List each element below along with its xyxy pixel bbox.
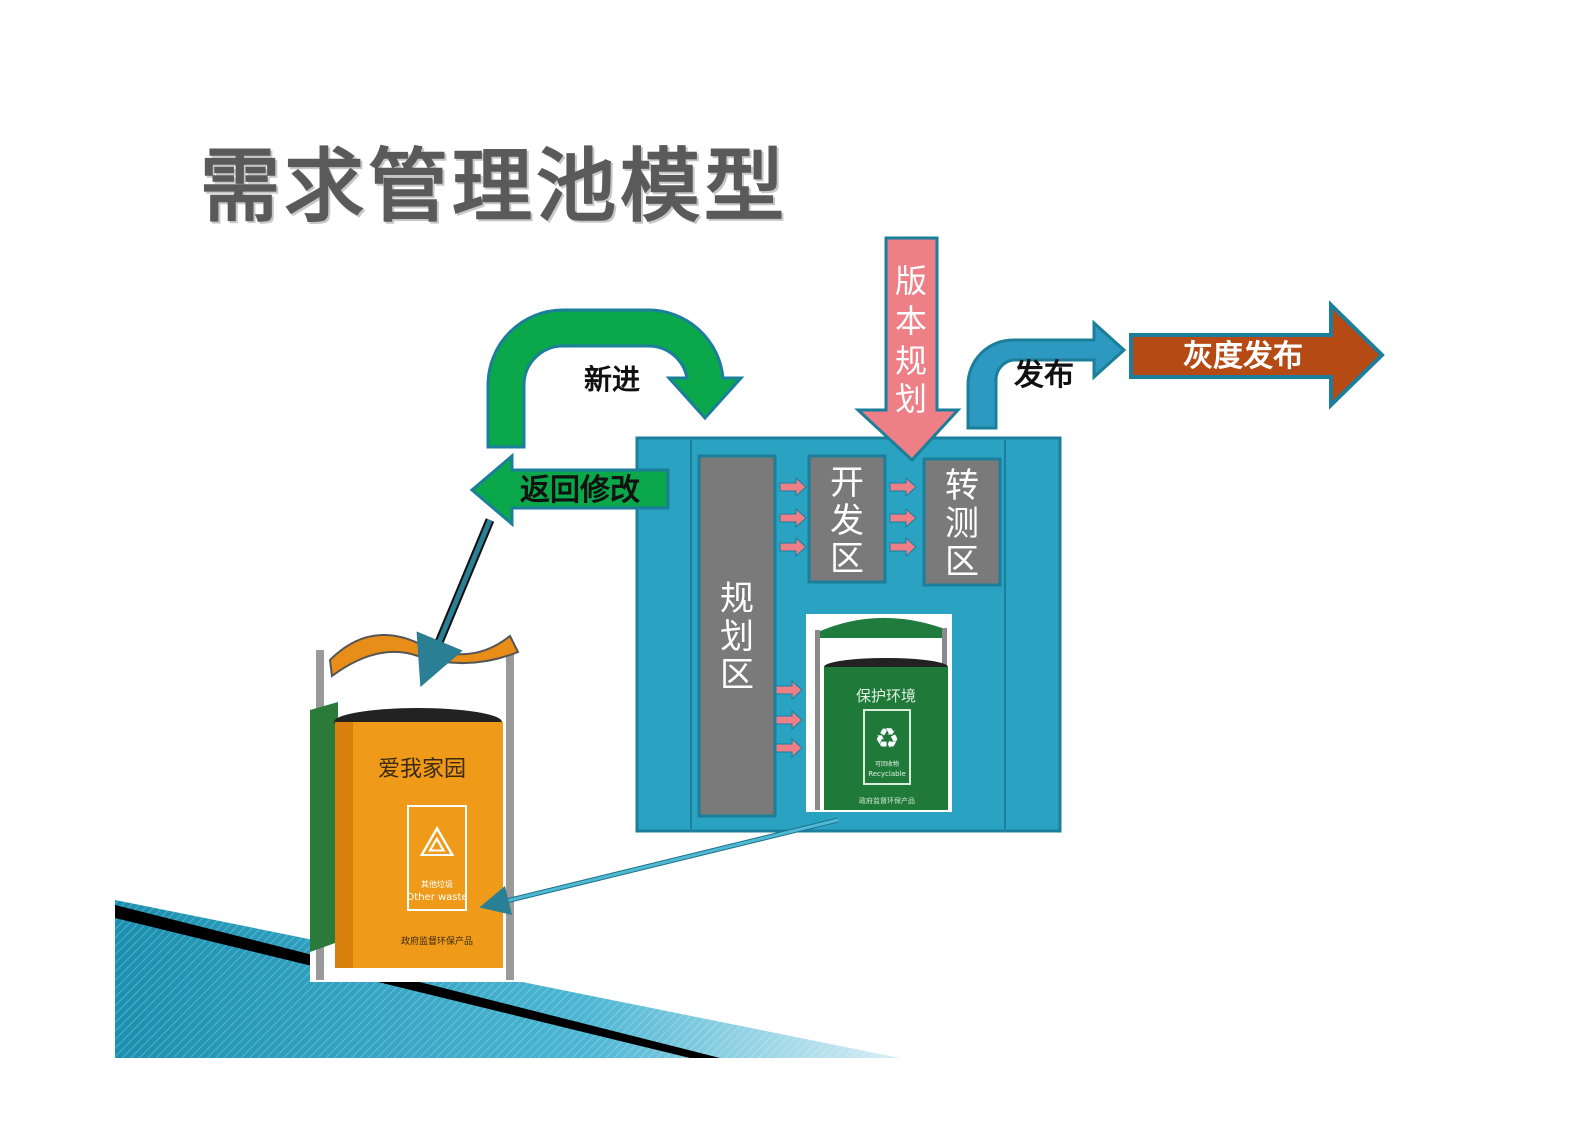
flow-arrows-planning-to-pool (775, 679, 803, 759)
new-in-arrow: 新进 (486, 308, 745, 449)
release-label: 发布 (1013, 358, 1074, 393)
return-modify-arrow: 返回修改 (469, 452, 670, 528)
dev-zone-char-2: 发 (830, 501, 864, 541)
connector-green-bin-to-orange-bin (479, 817, 839, 916)
orange-bin-picture: 爱我家园 ⟁ 其他垃圾 Other waste 政府监督环保产品 (310, 620, 530, 982)
test-zone-char-3: 区 (945, 542, 979, 582)
orange-bin-footer: 政府监督环保产品 (401, 935, 473, 947)
green-bin-picture: 保护环境 ♻ 可回收物 Recyclable 政府监督环保产品 (806, 614, 952, 812)
planning-zone-char-3: 区 (720, 655, 754, 695)
version-planning-char-1: 版 (895, 262, 927, 300)
version-planning-arrow: 版 本 规 划 (854, 236, 962, 463)
version-planning-char-2: 本 (895, 302, 927, 340)
green-bin-slogan: 保护环境 (856, 687, 916, 705)
test-zone: 转 测 区 (922, 457, 1002, 587)
recycle-icon: ♻ (874, 722, 899, 755)
test-zone-char-2: 测 (945, 504, 979, 544)
green-bin-footer: 政府监督环保产品 (859, 796, 915, 805)
new-in-label: 新进 (584, 363, 640, 396)
orange-bin-category-en: Other waste (406, 892, 467, 903)
version-planning-char-3: 规 (895, 342, 927, 380)
release-arrow: 发布 (966, 319, 1127, 430)
dev-zone-char-1: 开 (830, 463, 864, 503)
flow-arrows-planning-to-dev (779, 476, 807, 558)
green-bin-category-en: Recyclable (868, 770, 906, 778)
green-bin-category-cn: 可回收物 (875, 760, 899, 768)
page-title: 需求管理池模型 (200, 140, 788, 233)
flow-arrows-dev-to-test (889, 476, 917, 558)
planning-zone: 规 划 区 (697, 454, 777, 818)
orange-bin-category-cn: 其他垃圾 (421, 879, 453, 889)
planning-zone-char-1: 规 (720, 579, 754, 619)
dev-zone: 开 发 区 (807, 454, 887, 584)
return-modify-label: 返回修改 (520, 473, 640, 508)
connector-return-to-orange-bin (416, 518, 495, 688)
gray-release-arrow: 灰度发布 (1129, 300, 1385, 410)
dev-zone-char-3: 区 (830, 539, 864, 579)
version-planning-char-4: 划 (895, 380, 927, 418)
orange-bin-slogan: 爱我家园 (378, 757, 466, 782)
planning-zone-char-2: 划 (720, 617, 754, 657)
gray-release-label: 灰度发布 (1183, 339, 1303, 374)
test-zone-char-1: 转 (945, 466, 979, 506)
other-waste-icon: ⟁ (418, 817, 455, 866)
